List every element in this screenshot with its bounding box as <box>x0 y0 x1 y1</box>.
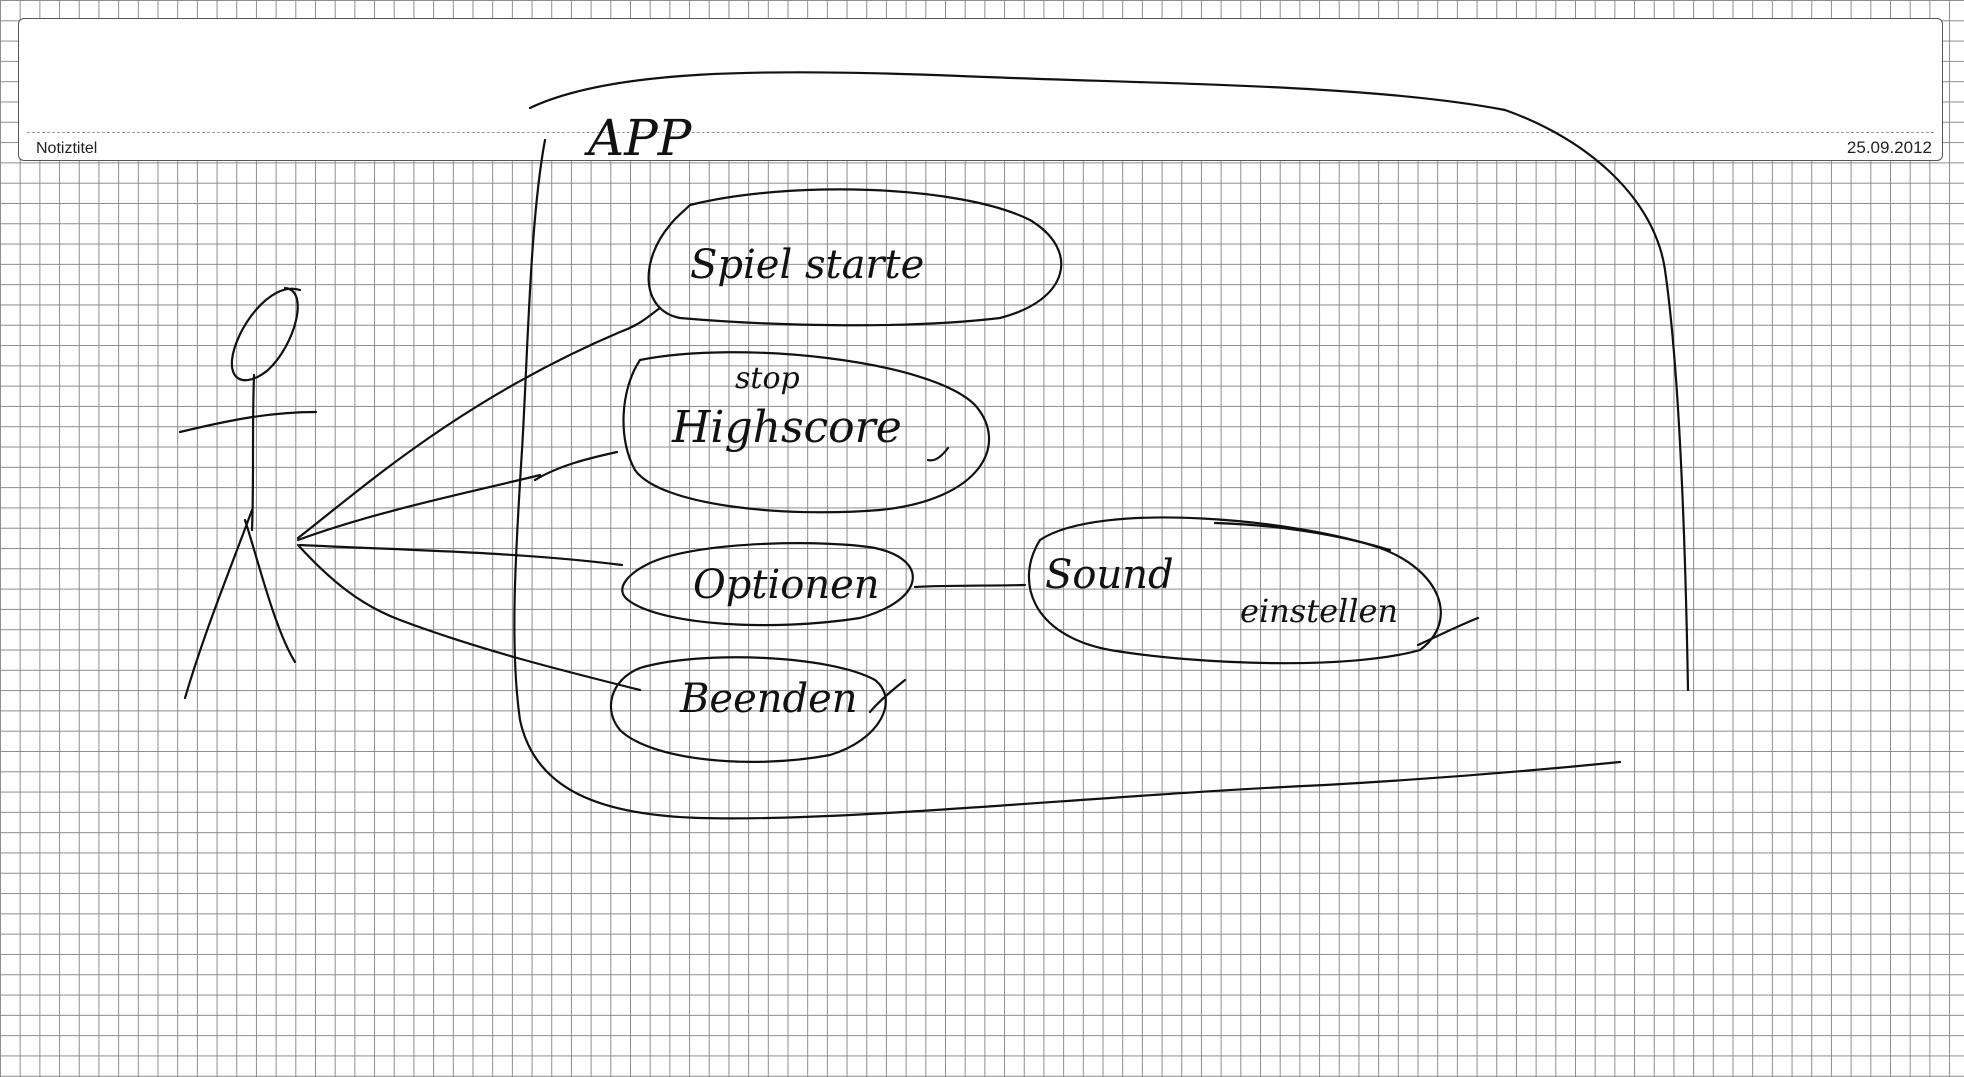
actor-left-leg <box>183 508 254 700</box>
use-case-ellipse-highscore <box>622 351 991 514</box>
use-case-label-optionen: Optionen <box>693 562 880 608</box>
system-label: APP <box>584 109 693 167</box>
actor-body <box>250 373 256 532</box>
note-date: 25.09.2012 <box>1846 138 1932 157</box>
use-case-label-einstellen: einstellen <box>1240 592 1398 630</box>
actor-head <box>230 286 302 382</box>
system-boundary <box>513 71 1690 820</box>
association-optionen <box>298 543 624 567</box>
beenden-strike <box>868 678 907 714</box>
actor-right-leg <box>243 518 297 664</box>
include-optionen-sound <box>913 583 1027 589</box>
use-case-ellipse-sound-einstellen <box>1027 516 1442 665</box>
use-case-ellipse-spiel-starten <box>647 188 1063 327</box>
highscore-tick <box>926 446 950 462</box>
association-spiel-starten <box>296 306 662 540</box>
use-case-label-sound: Sound <box>1045 552 1174 598</box>
actor-stick-figure <box>178 286 318 700</box>
sound-ellipse-overstroke <box>1213 521 1480 647</box>
use-case-label-highscore: Highscore <box>671 402 902 453</box>
use-case-ellipse-beenden <box>609 656 887 763</box>
use-case-label-spiel-starten: Spiel starte <box>690 242 924 288</box>
use-case-ellipse-optionen <box>621 542 914 627</box>
use-case-annotation-highscore: stop <box>735 361 800 396</box>
association-beenden <box>296 543 642 692</box>
note-header: Notiztitel 25.09.2012 <box>18 18 1943 161</box>
use-case-label-beenden: Beenden <box>679 676 858 722</box>
note-title[interactable]: Notiztitel <box>36 140 98 157</box>
association-highscore <box>296 450 619 542</box>
actor-arms <box>178 410 318 434</box>
header-divider <box>27 132 1934 133</box>
